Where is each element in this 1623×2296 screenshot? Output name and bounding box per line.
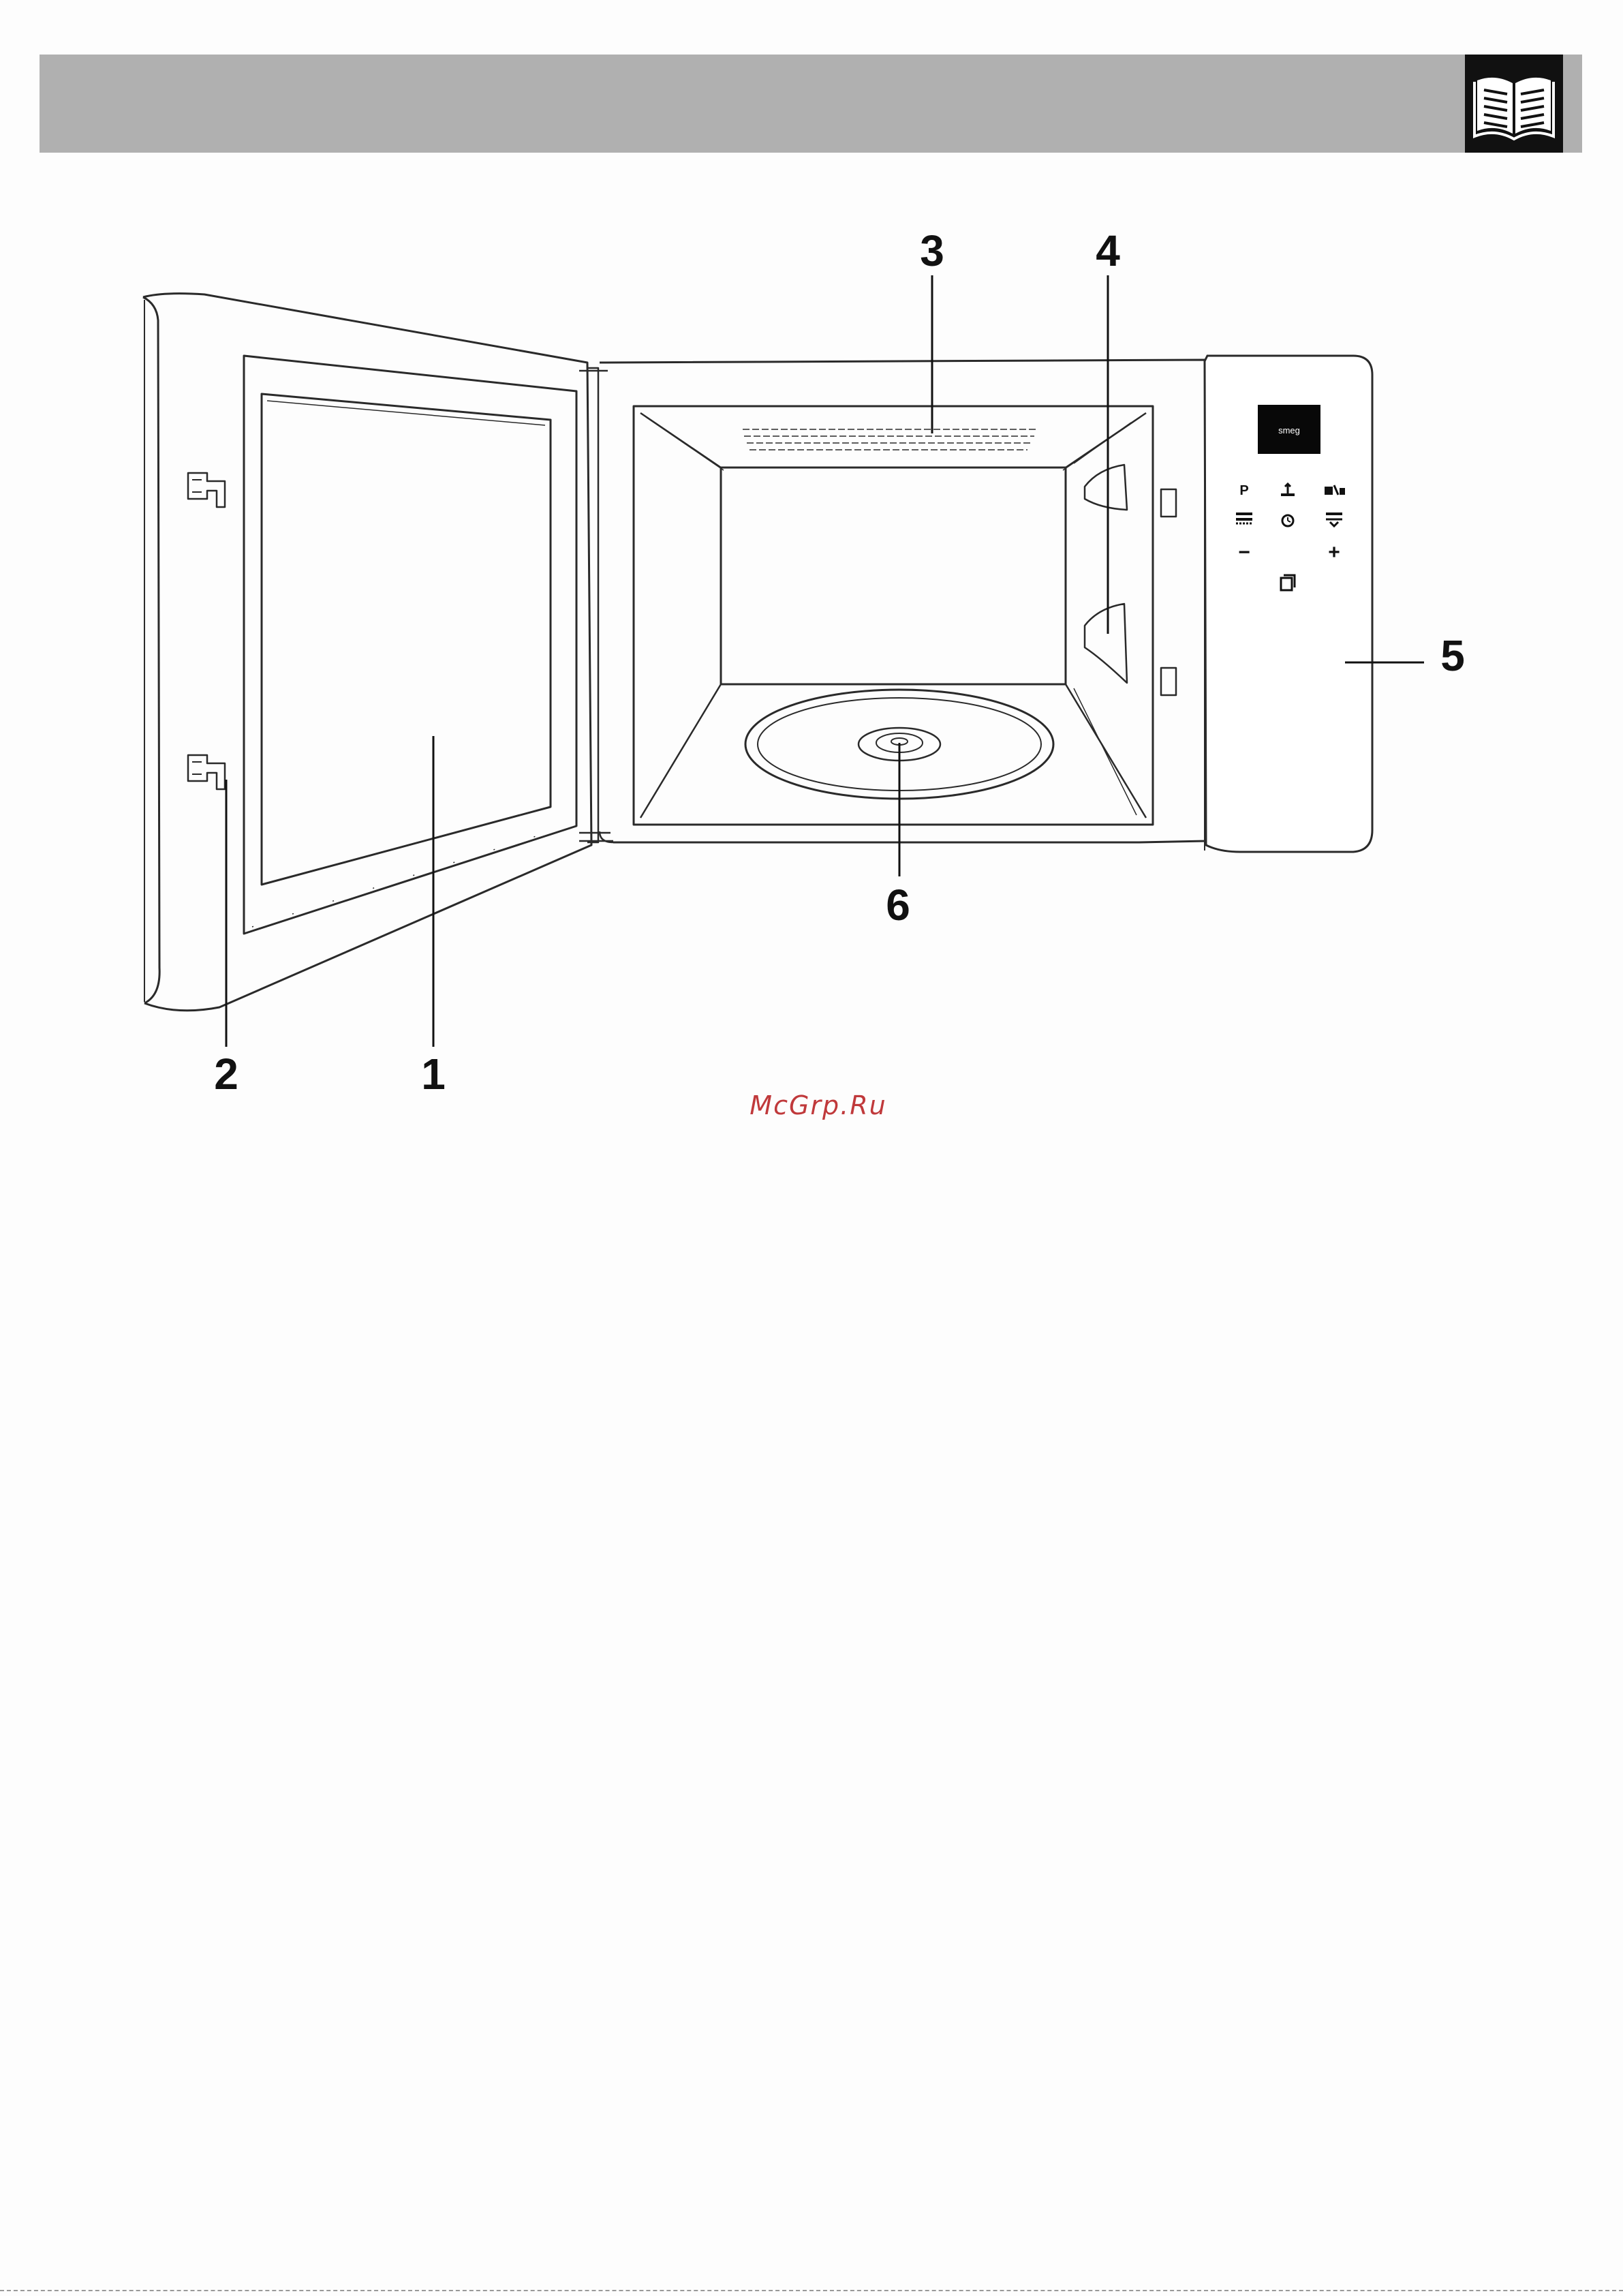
- interlock-slot-upper: [1161, 489, 1176, 517]
- callout-3: 3: [920, 226, 944, 275]
- callout-4: 4: [1096, 226, 1120, 275]
- door-hook-upper: [188, 473, 225, 507]
- door-inner-frame: [244, 356, 576, 934]
- brand-logo: smeg: [1278, 425, 1300, 435]
- door-outline: [143, 294, 591, 1011]
- control-panel: smeg P − +: [1205, 356, 1372, 852]
- interlock-slot-lower: [1161, 668, 1176, 695]
- callout-5: 5: [1440, 631, 1465, 680]
- watermark: McGrp.Ru: [743, 1090, 893, 1120]
- minus-button: −: [1238, 541, 1250, 564]
- program-button: P: [1239, 483, 1248, 498]
- door-hook-lower: [188, 755, 225, 789]
- footer-rule: [0, 2290, 1623, 2293]
- waveguide-cover-upper: [1085, 465, 1127, 510]
- body-outline: [600, 360, 1206, 842]
- callout-6: 6: [886, 881, 910, 930]
- door-window: [262, 394, 551, 885]
- plus-button: +: [1328, 541, 1340, 564]
- callout-1: 1: [421, 1050, 446, 1099]
- grill-vents: [743, 429, 1036, 450]
- microwave-diagram: smeg P − +: [0, 0, 1623, 1193]
- callout-2: 2: [214, 1050, 238, 1099]
- waveguide-cover-lower: [1085, 604, 1127, 683]
- cavity-back-wall: [721, 468, 1066, 684]
- cavity-front: [634, 406, 1153, 825]
